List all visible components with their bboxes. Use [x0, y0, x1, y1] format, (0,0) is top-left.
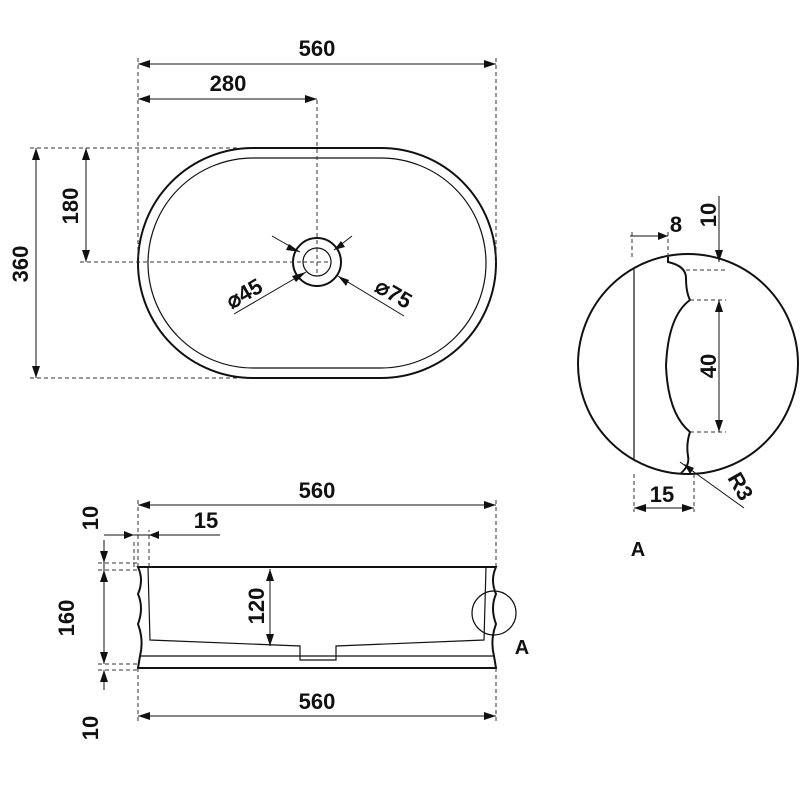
base-label: 15 [650, 482, 674, 507]
arrow [484, 712, 496, 720]
top-width-label: 560 [299, 478, 336, 503]
bottom-width-label: 560 [299, 689, 336, 714]
width-label: 560 [299, 36, 336, 61]
rim-label: 10 [78, 506, 103, 530]
drain-inner-label: ⌀45 [222, 273, 267, 314]
radius-label: R3 [723, 468, 759, 505]
arrow [124, 531, 134, 539]
half-width-label: 280 [210, 71, 247, 96]
detail-circle [577, 253, 799, 475]
leader-drain-outer-c [337, 275, 405, 317]
arrow [100, 652, 108, 664]
arrow [100, 551, 108, 563]
wall-label: 8 [670, 212, 682, 237]
lip-label: 10 [696, 203, 721, 227]
detail-ref-label: A [515, 637, 529, 659]
drain-outer-label: ⌀75 [371, 273, 416, 314]
depth-label: 360 [8, 246, 33, 283]
half-depth-label: 180 [58, 188, 83, 225]
basin-side-outer-profile [136, 566, 498, 669]
arrow [266, 634, 274, 646]
arrow [82, 250, 90, 262]
arrow [138, 60, 150, 68]
arrow [305, 95, 317, 103]
detail-inner-profile [664, 255, 692, 473]
offset-label: 15 [194, 508, 218, 533]
arrow [634, 504, 646, 512]
detail-a: 8 10 40 15 R3 A [577, 196, 799, 561]
groove-label: 40 [696, 354, 721, 378]
detail-name-label: A [631, 539, 645, 561]
inner-depth-label: 120 [244, 588, 269, 625]
base-height-label: 10 [78, 716, 103, 740]
arrow [334, 241, 345, 250]
arrow [338, 276, 349, 286]
arrow [682, 504, 694, 512]
arrow [266, 569, 274, 581]
arrow [138, 501, 150, 509]
arrow [82, 148, 90, 160]
arrow [715, 300, 723, 312]
arrow [32, 148, 40, 160]
arrow [715, 250, 723, 262]
basin-side-inner-profile [147, 566, 487, 661]
arrow [286, 244, 300, 252]
arrow [292, 272, 306, 282]
height-label: 160 [54, 600, 79, 637]
arrow [138, 712, 150, 720]
arrow [484, 60, 496, 68]
arrow [484, 501, 496, 509]
top-view: 560 280 360 180 ⌀45 ⌀75 [8, 36, 497, 379]
arrow [715, 420, 723, 432]
side-view: A 560 15 10 160 120 10 [54, 478, 529, 740]
basin-outer-outline [137, 147, 497, 379]
arrow [658, 232, 668, 240]
detail-a-callout-circle [471, 590, 517, 636]
arrow [684, 464, 694, 474]
arrow [138, 95, 150, 103]
arrow [100, 670, 108, 682]
arrow [32, 366, 40, 378]
